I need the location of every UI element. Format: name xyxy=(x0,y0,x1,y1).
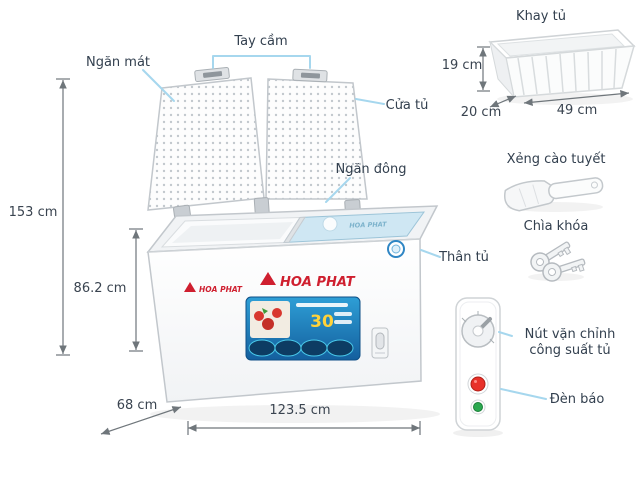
leader-cua-tu xyxy=(355,98,385,105)
control-panel-illustration xyxy=(455,297,501,431)
label-ngan-mat: Ngăn mát xyxy=(85,54,151,70)
handle-right xyxy=(292,68,328,83)
inverter-badge xyxy=(387,240,405,258)
label-khay-tu: Khay tủ xyxy=(516,8,566,24)
brand-logo-small-text: HOA PHAT xyxy=(199,285,243,294)
freezer-body: HOA PHAT HOA PHAT HOA PHAT xyxy=(146,205,439,403)
leader-den-bao xyxy=(500,388,547,400)
label-nut-van-line2: công suất tủ xyxy=(529,343,611,358)
glass-watermark-text: HOA PHAT xyxy=(349,220,387,229)
brand-logo-main-text: HOA PHAT xyxy=(280,275,356,290)
basket-illustration xyxy=(488,29,636,99)
dim-line-68 xyxy=(100,406,182,435)
indicator-green-light xyxy=(470,399,486,415)
label-than-tu: Thân tủ xyxy=(439,249,489,265)
keys-illustration xyxy=(530,241,586,282)
glass-door: HOA PHAT xyxy=(283,211,425,244)
power-knob xyxy=(461,311,495,348)
handle-left xyxy=(194,66,230,83)
dimension-lines xyxy=(56,46,630,435)
leader-nut-van xyxy=(498,331,513,337)
label-den-bao: Đèn báo xyxy=(549,391,605,407)
power-vent xyxy=(371,327,389,359)
label-tay-cam: Tay cầm xyxy=(234,33,288,49)
label-nut-van-line1: Nút vặn chỉnh xyxy=(524,326,616,342)
leader-ngan-dong xyxy=(325,177,351,203)
label-nut-van: Nút vặn chỉnh công suất tủ xyxy=(525,327,616,360)
freezer-lid-left xyxy=(147,66,265,211)
label-ngan-dong: Ngăn đông xyxy=(335,161,407,177)
dimension-basket-depth: 20 cm xyxy=(460,104,502,120)
dimension-total-height: 153 cm xyxy=(8,204,58,220)
label-cua-tu: Cửa tủ xyxy=(385,97,429,113)
leader-lines xyxy=(142,55,547,400)
freezer-lid-right xyxy=(265,68,368,200)
dim-line-49 xyxy=(523,89,630,107)
brand-logo-small: HOA PHAT xyxy=(184,282,243,294)
dimension-basket-width: 49 cm xyxy=(556,102,598,118)
leader-ngan-mat xyxy=(142,69,175,102)
label-chia-khoa: Chìa khóa xyxy=(523,218,589,234)
leader-tay-cam xyxy=(212,55,311,69)
indicator-red-light xyxy=(467,373,489,395)
sticker-number-text: 30 xyxy=(310,312,334,332)
dim-line-20 xyxy=(489,95,517,108)
dimension-basket-height: 19 cm xyxy=(441,57,483,73)
dimension-width: 123.5 cm xyxy=(269,402,331,418)
dimension-depth: 68 cm xyxy=(116,397,158,413)
leader-than-tu xyxy=(420,249,441,258)
label-xeng-cao-tuyet: Xẻng cào tuyết xyxy=(506,151,606,167)
dimension-body-height: 86.2 cm xyxy=(73,280,127,296)
promo-sticker: 30 xyxy=(245,296,361,361)
brand-logo-main: HOA PHAT xyxy=(260,272,356,290)
scraper-illustration xyxy=(504,177,604,212)
